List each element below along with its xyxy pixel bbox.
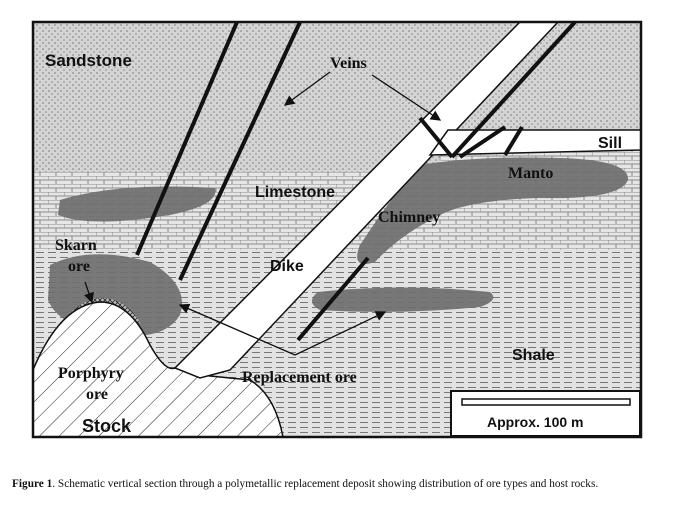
label-manto: Manto [508, 165, 553, 182]
vein [135, 21, 239, 256]
skarn-arrow [84, 281, 94, 304]
scale-bar [461, 398, 631, 406]
label-sill: Sill [598, 135, 622, 152]
vein [418, 116, 454, 159]
diagram-frame [31, 20, 643, 439]
vein [296, 256, 370, 342]
replacement-arrow [178, 303, 296, 356]
label-porphyry-ore: ore [86, 386, 108, 403]
vein [178, 21, 302, 281]
label-skarn: Skarn [55, 237, 97, 254]
replacement-arrow [294, 311, 387, 356]
label-skarn-ore: ore [68, 258, 90, 275]
manto-chimney-ore-body [357, 157, 629, 264]
stock-intrusion [32, 301, 284, 438]
vein [450, 20, 577, 159]
label-shale: Shale [512, 347, 555, 364]
label-limestone: Limestone [255, 184, 335, 201]
veins-arrow [371, 74, 442, 121]
vein [503, 125, 524, 157]
figure-caption: Figure 1. Schematic vertical section thr… [12, 478, 692, 490]
label-porphyry: Porphyry [58, 365, 124, 382]
label-replacement-ore: Replacement ore [242, 369, 357, 386]
limestone-ore-body [58, 186, 216, 222]
label-dike: Dike [270, 258, 304, 275]
scale-bar-label: Approx. 100 m [487, 414, 583, 430]
veins-arrow [283, 71, 331, 106]
figure-label: Figure 1 [12, 478, 53, 490]
label-chimney: Chimney [378, 209, 440, 226]
label-stock: Stock [82, 416, 132, 436]
label-veins: Veins [330, 55, 367, 72]
vein [458, 125, 507, 159]
label-sandstone: Sandstone [45, 51, 132, 70]
replacement-ore-body [311, 287, 494, 312]
caption-text: . Schematic vertical section through a p… [52, 478, 599, 490]
